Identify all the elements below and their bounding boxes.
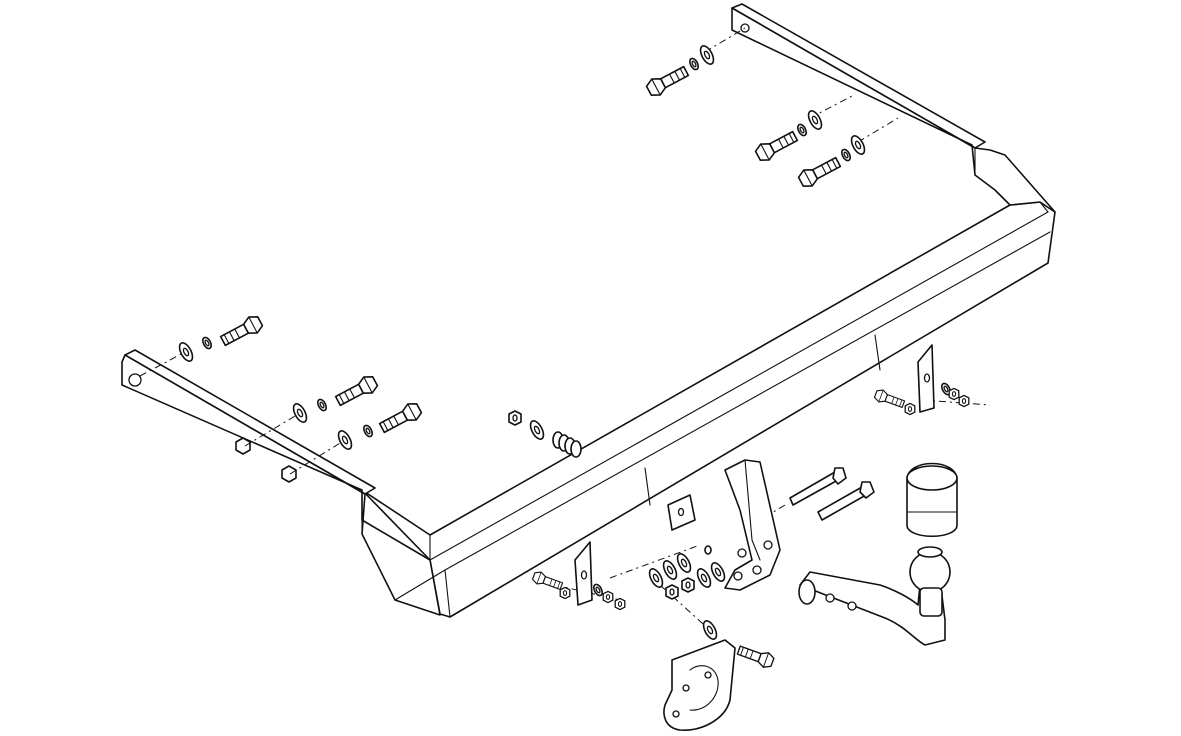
- long-bolt-lower: [817, 481, 875, 521]
- center-nut-cluster: [646, 545, 728, 600]
- bolt-set-top-1: [643, 43, 717, 100]
- right-side-bracket: [731, 3, 1056, 213]
- bolt-set-left-3: [335, 399, 425, 452]
- socket-plate: [663, 618, 776, 731]
- long-bolt-upper: [789, 467, 847, 506]
- tow-ball-arm: [798, 546, 951, 646]
- left-side-bracket: [121, 349, 446, 616]
- lower-left-small-bracket: [531, 541, 626, 611]
- bolt-set-top-2: [752, 108, 825, 165]
- ball-mount-bracket: [724, 459, 781, 591]
- tow-ball-cover: [906, 462, 958, 537]
- center-spring-group: [508, 410, 582, 458]
- right-small-bracket: [873, 344, 970, 416]
- bolt-set-left-2: [290, 372, 381, 425]
- bolt-set-left-1: [176, 312, 266, 364]
- bolt-set-top-3: [795, 133, 868, 191]
- center-mount-plate: [667, 494, 696, 531]
